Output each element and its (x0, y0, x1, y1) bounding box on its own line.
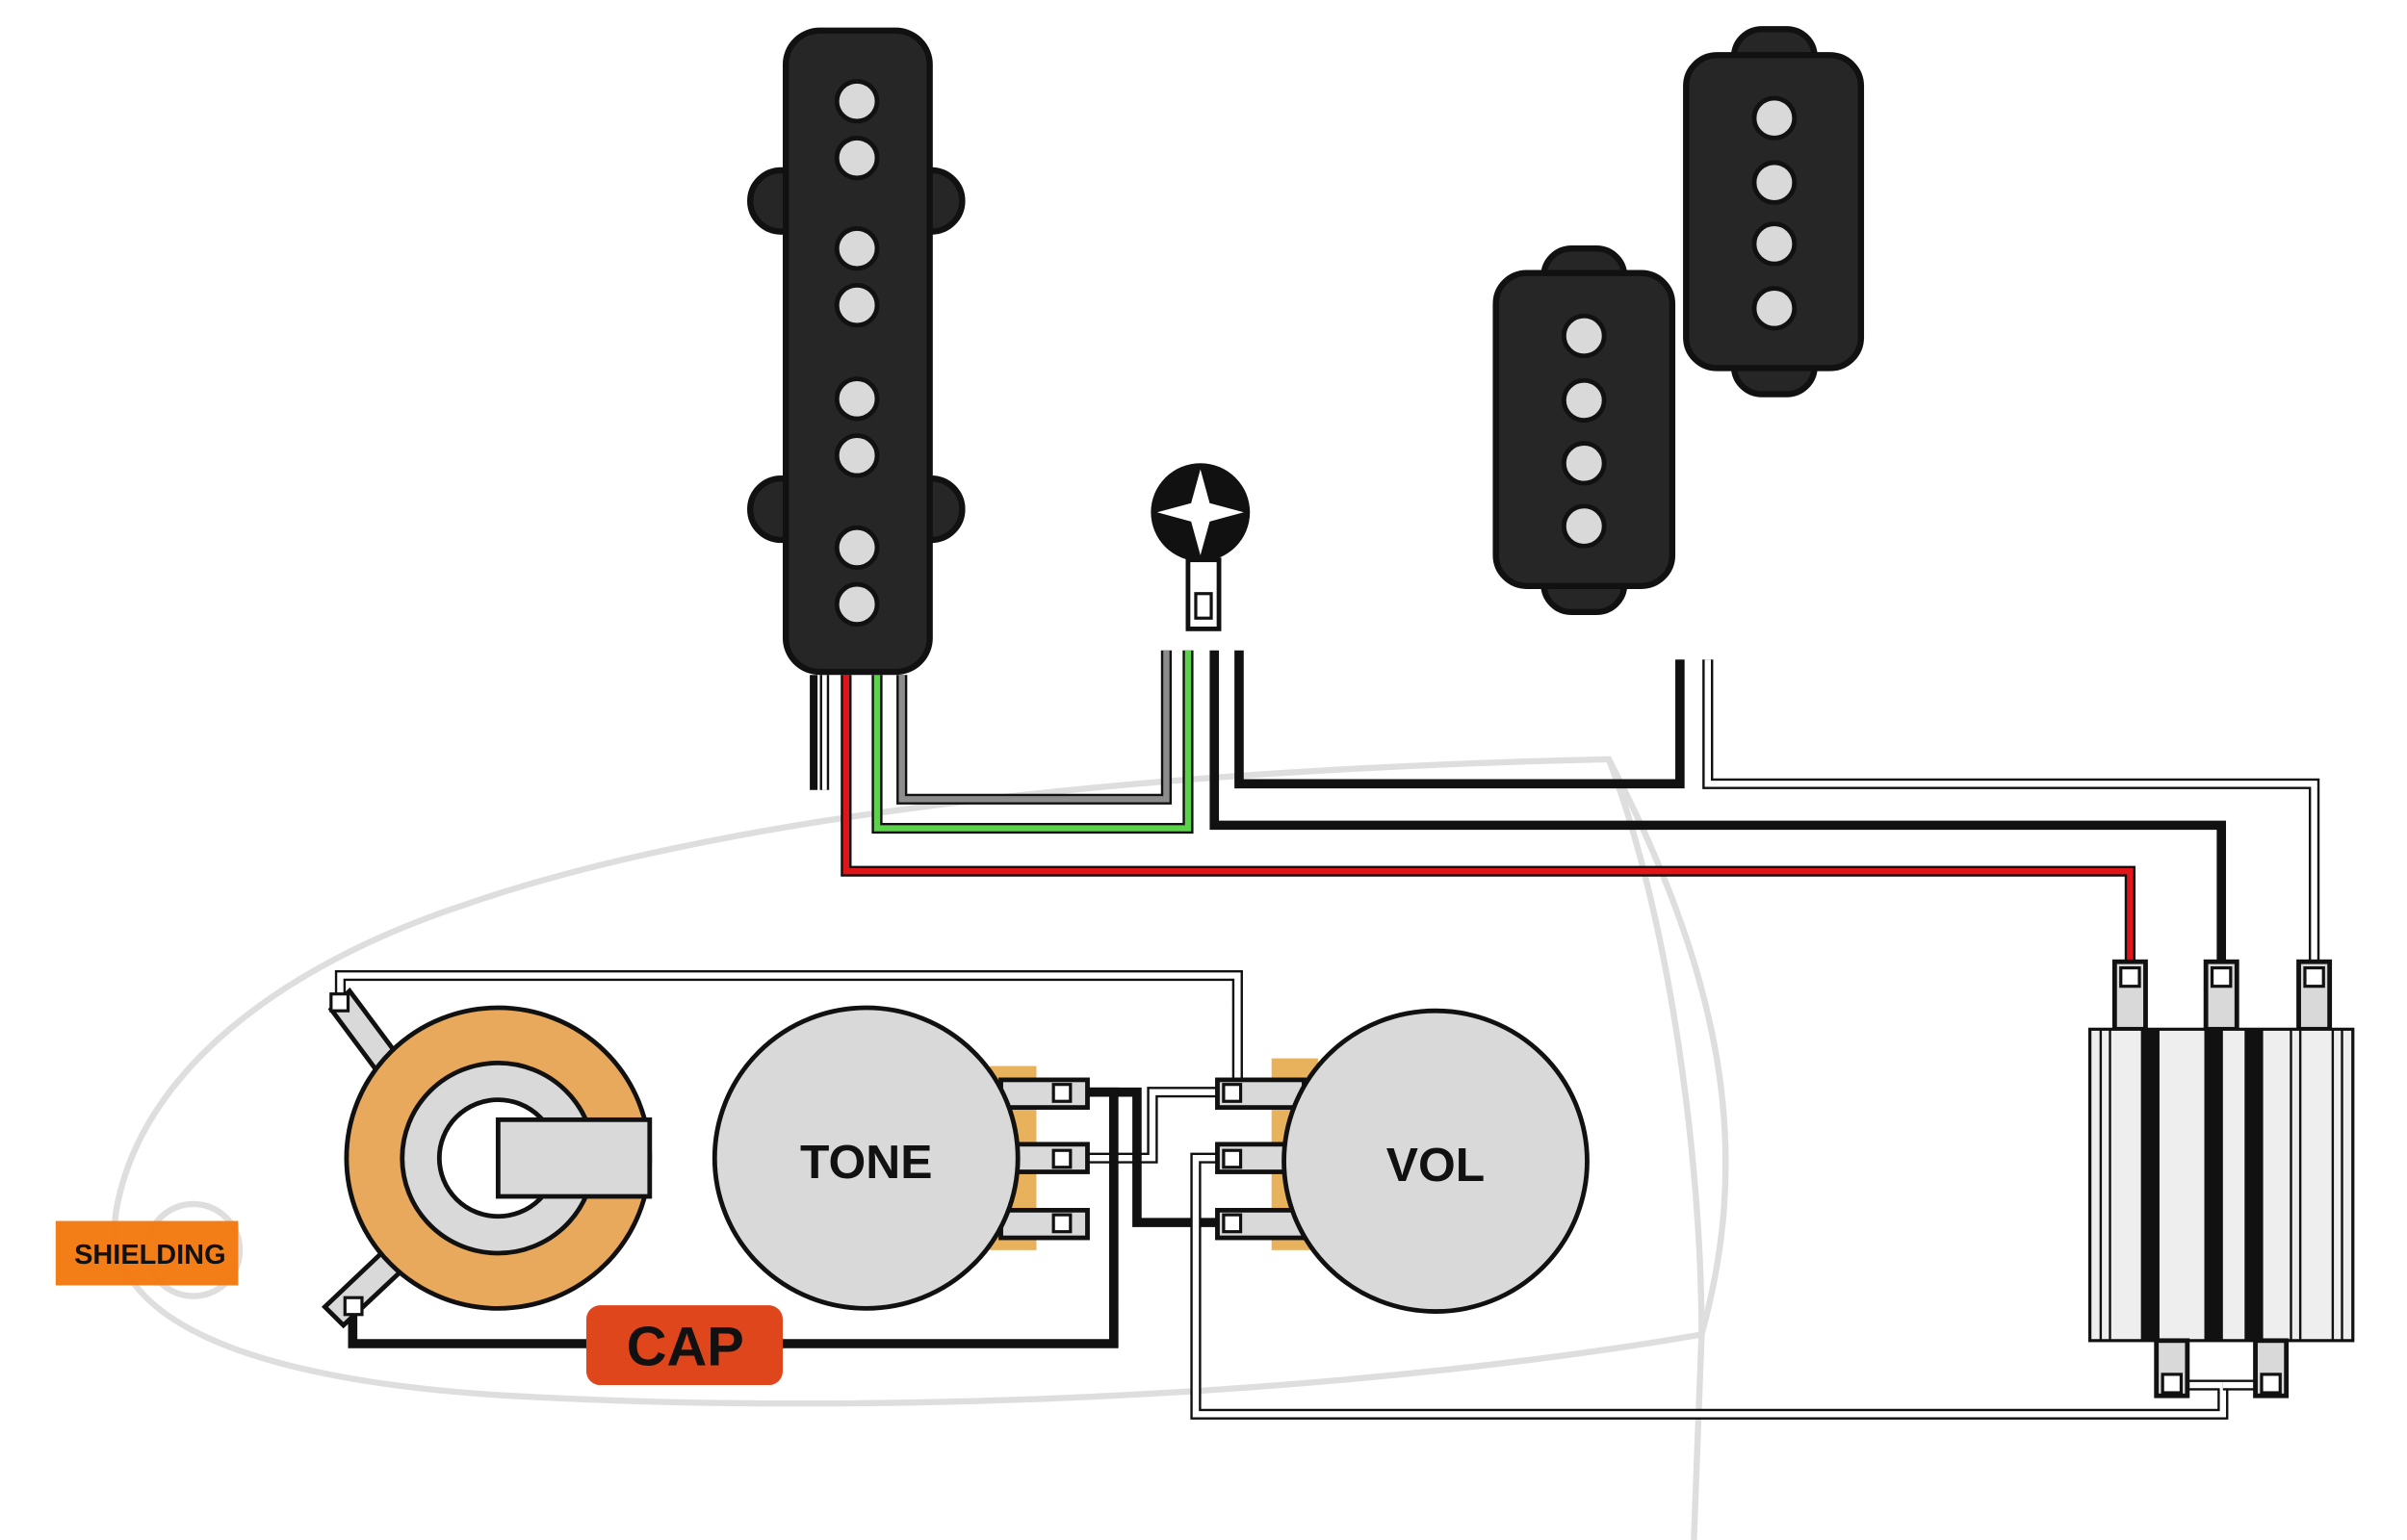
capacitor-label: CAP (627, 1317, 744, 1378)
ground-screw (1151, 463, 1251, 631)
output-jack (321, 987, 653, 1329)
shielding-label: SHIELDING (74, 1240, 225, 1270)
jazz-pickup (747, 27, 966, 676)
capacitor: CAP (585, 1305, 783, 1386)
wire-black-p-pickup (1234, 650, 1685, 789)
precision-pickup-lower-half (1492, 244, 1676, 616)
tone-pot: TONE (712, 1005, 1090, 1311)
wire-black-cap-loop (348, 1087, 1119, 1348)
pole-pieces (834, 79, 880, 627)
wire-black-switch (1209, 650, 2227, 979)
precision-pickup-upper-half (1683, 26, 1865, 398)
wire-gray (896, 650, 1173, 805)
wires (334, 650, 2320, 1420)
tone-pot-label: TONE (800, 1135, 932, 1189)
volume-pot-label: VOL (1386, 1138, 1485, 1192)
volume-pot: VOL (1215, 1008, 1590, 1314)
shielding-tab: SHIELDING (55, 1220, 239, 1286)
battery-connector (2088, 959, 2355, 1399)
